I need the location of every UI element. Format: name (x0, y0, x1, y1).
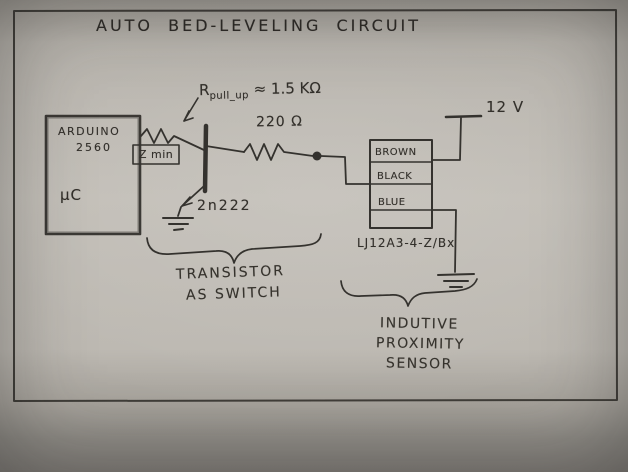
sensor-caption-line1: INDUTIVE (379, 315, 459, 333)
arduino-name-label: ARDUINO (58, 125, 121, 138)
blue-wire-to-ground (431, 209, 457, 273)
sensor-wire-black-label: BLACK (377, 171, 413, 182)
base-resistor-symbol (140, 128, 205, 151)
ground-symbol-left (162, 217, 194, 231)
pullup-subscript: pull_up (209, 90, 250, 102)
pullup-resistor-label: Rpull_up ≈ 1.5 KΩ (199, 79, 321, 102)
transistor-part-label: 2n222 (197, 198, 252, 214)
sensor-box (369, 139, 433, 229)
pullup-symbol: R (198, 80, 210, 100)
sensor-caption-line2: PROXIMITY (375, 335, 465, 353)
circuit-title: AUTO BED-LEVELING CIRCUIT (96, 16, 422, 35)
pullup-arrow (183, 97, 199, 122)
ground-symbol-right (437, 273, 475, 288)
arduino-model-label: 2560 (76, 141, 112, 154)
junction-dot (312, 151, 322, 161)
brace-transistor (146, 233, 322, 264)
arduino-box (44, 114, 142, 236)
sensor-model-label: LJ12A3-4-Z/Bx (357, 236, 456, 250)
sensor-wire-brown-label: BROWN (375, 147, 417, 158)
transistor-symbol (177, 123, 245, 217)
wire-to-sensor (320, 155, 371, 185)
pullup-value: ≈ 1.5 KΩ (253, 78, 322, 99)
sensor-caption-line3: SENSOR (385, 355, 453, 373)
microcontroller-label: µC (60, 186, 83, 204)
zmin-pin-box (132, 144, 180, 165)
supply-12v-wire (431, 114, 483, 161)
transistor-caption-line2: AS SWITCH (185, 284, 283, 304)
sensor-wire-blue-label: BLUE (378, 197, 406, 208)
zmin-pin-label: Z min (139, 148, 174, 161)
supply-voltage-label: 12 V (486, 98, 525, 116)
collector-resistor-label: 220 Ω (255, 113, 304, 131)
collector-resistor-symbol (243, 143, 314, 161)
frame-border (13, 9, 618, 402)
brace-sensor (340, 278, 478, 307)
